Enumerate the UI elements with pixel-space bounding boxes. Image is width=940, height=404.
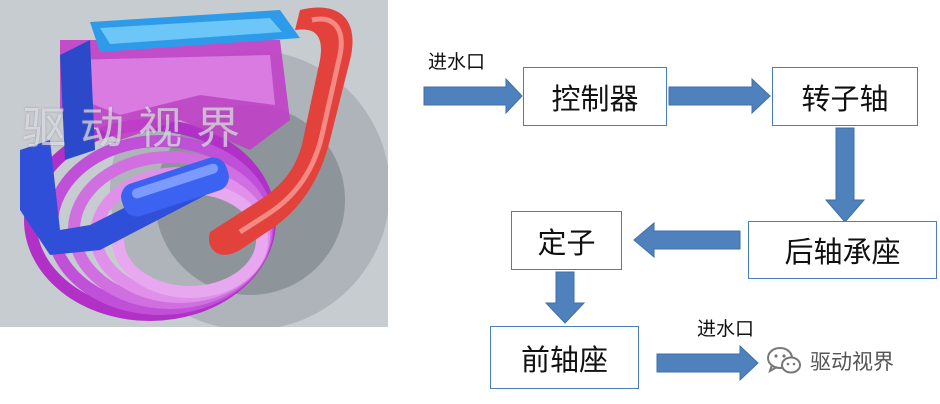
brand-name: 驱动视界 [810, 350, 894, 374]
jacket-highlight [70, 55, 275, 115]
node-rear-bearing-seat: 后轴承座 [748, 221, 937, 279]
node-stator: 定子 [511, 211, 622, 270]
return-pipe-highlight [238, 16, 344, 235]
node-rotor-shaft: 转子轴 [772, 67, 918, 126]
arrow-inlet-to-controller [423, 77, 523, 115]
photo-watermark: 驱动视界 [22, 103, 254, 154]
arrow-controller-to-rotor-shaft [668, 77, 771, 115]
arrow-front-bearing-to-outlet [656, 344, 759, 382]
inlet-pipe-highlight [100, 18, 282, 44]
cooling-channel-drawing [0, 0, 388, 327]
node-front-bearing-seat: 前轴座 [490, 326, 639, 389]
node-controller: 控制器 [523, 67, 667, 126]
arrow-rear-bearing-to-stator [633, 221, 741, 259]
vertical-pipe [60, 40, 95, 160]
wechat-icon [767, 347, 801, 374]
arrow-stator-to-front-bearing [544, 271, 586, 324]
rotor-shaft-highlight [131, 163, 219, 199]
inlet-label: 进水口 [428, 51, 486, 73]
arrow-rotor-shaft-to-rear-bearing [824, 127, 866, 223]
outlet-label: 进水口 [697, 318, 755, 340]
brand-watermark: 驱动视界 [766, 346, 894, 376]
cooling-channel-illustration: 驱动视界 [0, 0, 388, 327]
